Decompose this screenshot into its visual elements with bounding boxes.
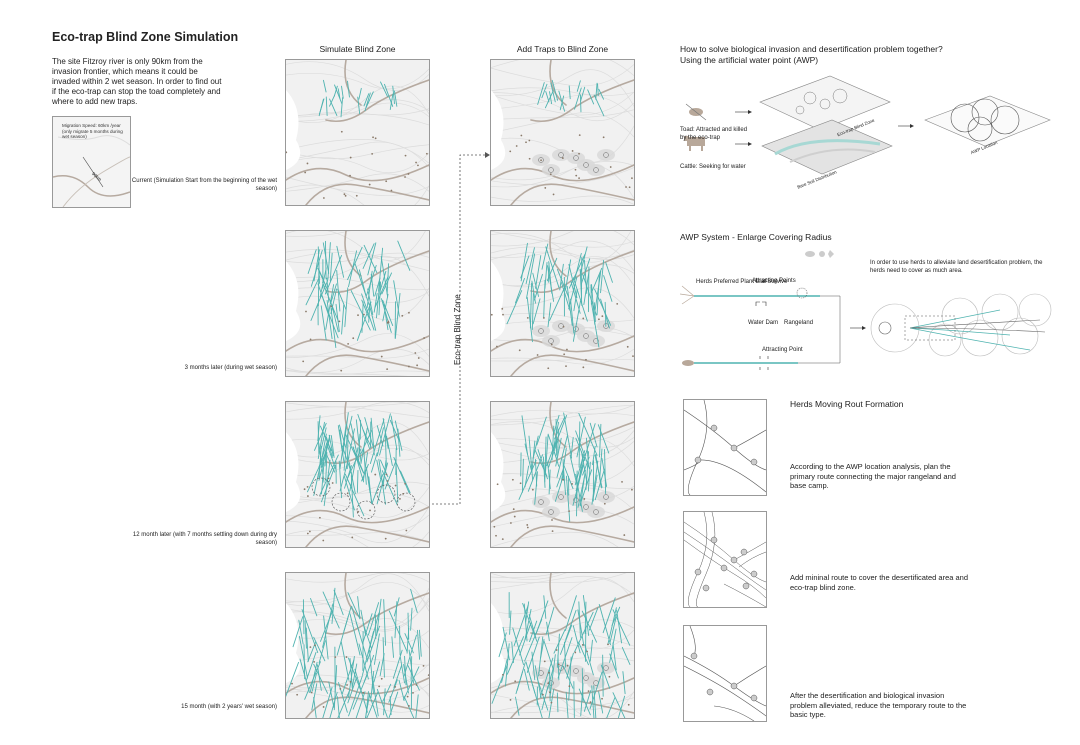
herds-step-3: After the desertification and biological… — [790, 691, 967, 719]
awp-layers-diagram — [684, 75, 1051, 175]
route-tile-minimal — [683, 511, 767, 608]
awp-subtitle: Using the artificial water point (AWP) — [680, 55, 819, 65]
system-title: AWP System - Enlarge Covering Radius — [680, 232, 832, 242]
column-header-simulate: Simulate Blind Zone — [319, 44, 396, 54]
locator-note: Migration Speed: 60km /year (only migrat… — [62, 123, 123, 140]
map-simulate-current — [285, 59, 430, 206]
attracting-point-label: Attracting Point — [762, 347, 803, 353]
water-dam-label: Water Dam — [748, 320, 779, 326]
cattle-icon — [684, 136, 705, 151]
row-label-3-months: 3 months later (during wet season) — [184, 365, 277, 371]
blind-zone-label: Eco-trap Blind Zone — [453, 294, 462, 365]
herds-step-2: Add mininal route to cover the desertifi… — [790, 573, 969, 592]
map-simulate-3-months — [285, 230, 430, 377]
page-title: Eco-trap Blind Zone Simulation — [52, 30, 239, 44]
herds-step-1: According to the AWP location analysis, … — [790, 462, 956, 490]
rangeland-label: Rangeland — [784, 320, 814, 326]
map-traps-15-months — [490, 572, 635, 719]
row-label-current: Current (Simulation Start from the begin… — [131, 178, 277, 192]
cattle-label: Cattle: Seeking for water — [680, 164, 746, 170]
awp-system-diagram — [680, 250, 841, 370]
column-header-add-traps: Add Traps to Blind Zone — [516, 44, 609, 54]
row-label-12-months: 12 month later (with 7 months settling d… — [132, 532, 277, 546]
route-tile-reduced — [683, 625, 767, 722]
toad-icon — [685, 103, 707, 121]
row-label-15-months: 15 month (with 2 years' wet season) — [181, 704, 277, 710]
toad-label: Toad: Attracted and killed by the eco-tr… — [680, 127, 748, 141]
route-tile-primary — [683, 399, 767, 496]
map-traps-3-months — [490, 230, 635, 377]
attracting-points-label: Attracting Points — [752, 278, 796, 284]
system-note: In order to use herds to alleviate land … — [870, 260, 1043, 274]
map-simulate-15-months — [285, 572, 430, 719]
awp-question: How to solve biological invasion and des… — [680, 44, 943, 54]
map-simulate-12-months — [285, 401, 430, 548]
herds-plant-label: Herds Preferred Plant that Survive — [696, 279, 788, 285]
covering-radius-diagram — [850, 293, 1052, 357]
intro-text: The site Fitzroy river is only 90km from… — [52, 57, 222, 106]
locator-map: Migration Speed: 60km /year (only migrat… — [52, 116, 131, 208]
map-traps-current — [490, 59, 635, 206]
map-traps-12-months — [490, 401, 635, 548]
blind-zone-connector — [432, 152, 490, 505]
herds-title: Herds Moving Rout Formation — [790, 399, 904, 409]
